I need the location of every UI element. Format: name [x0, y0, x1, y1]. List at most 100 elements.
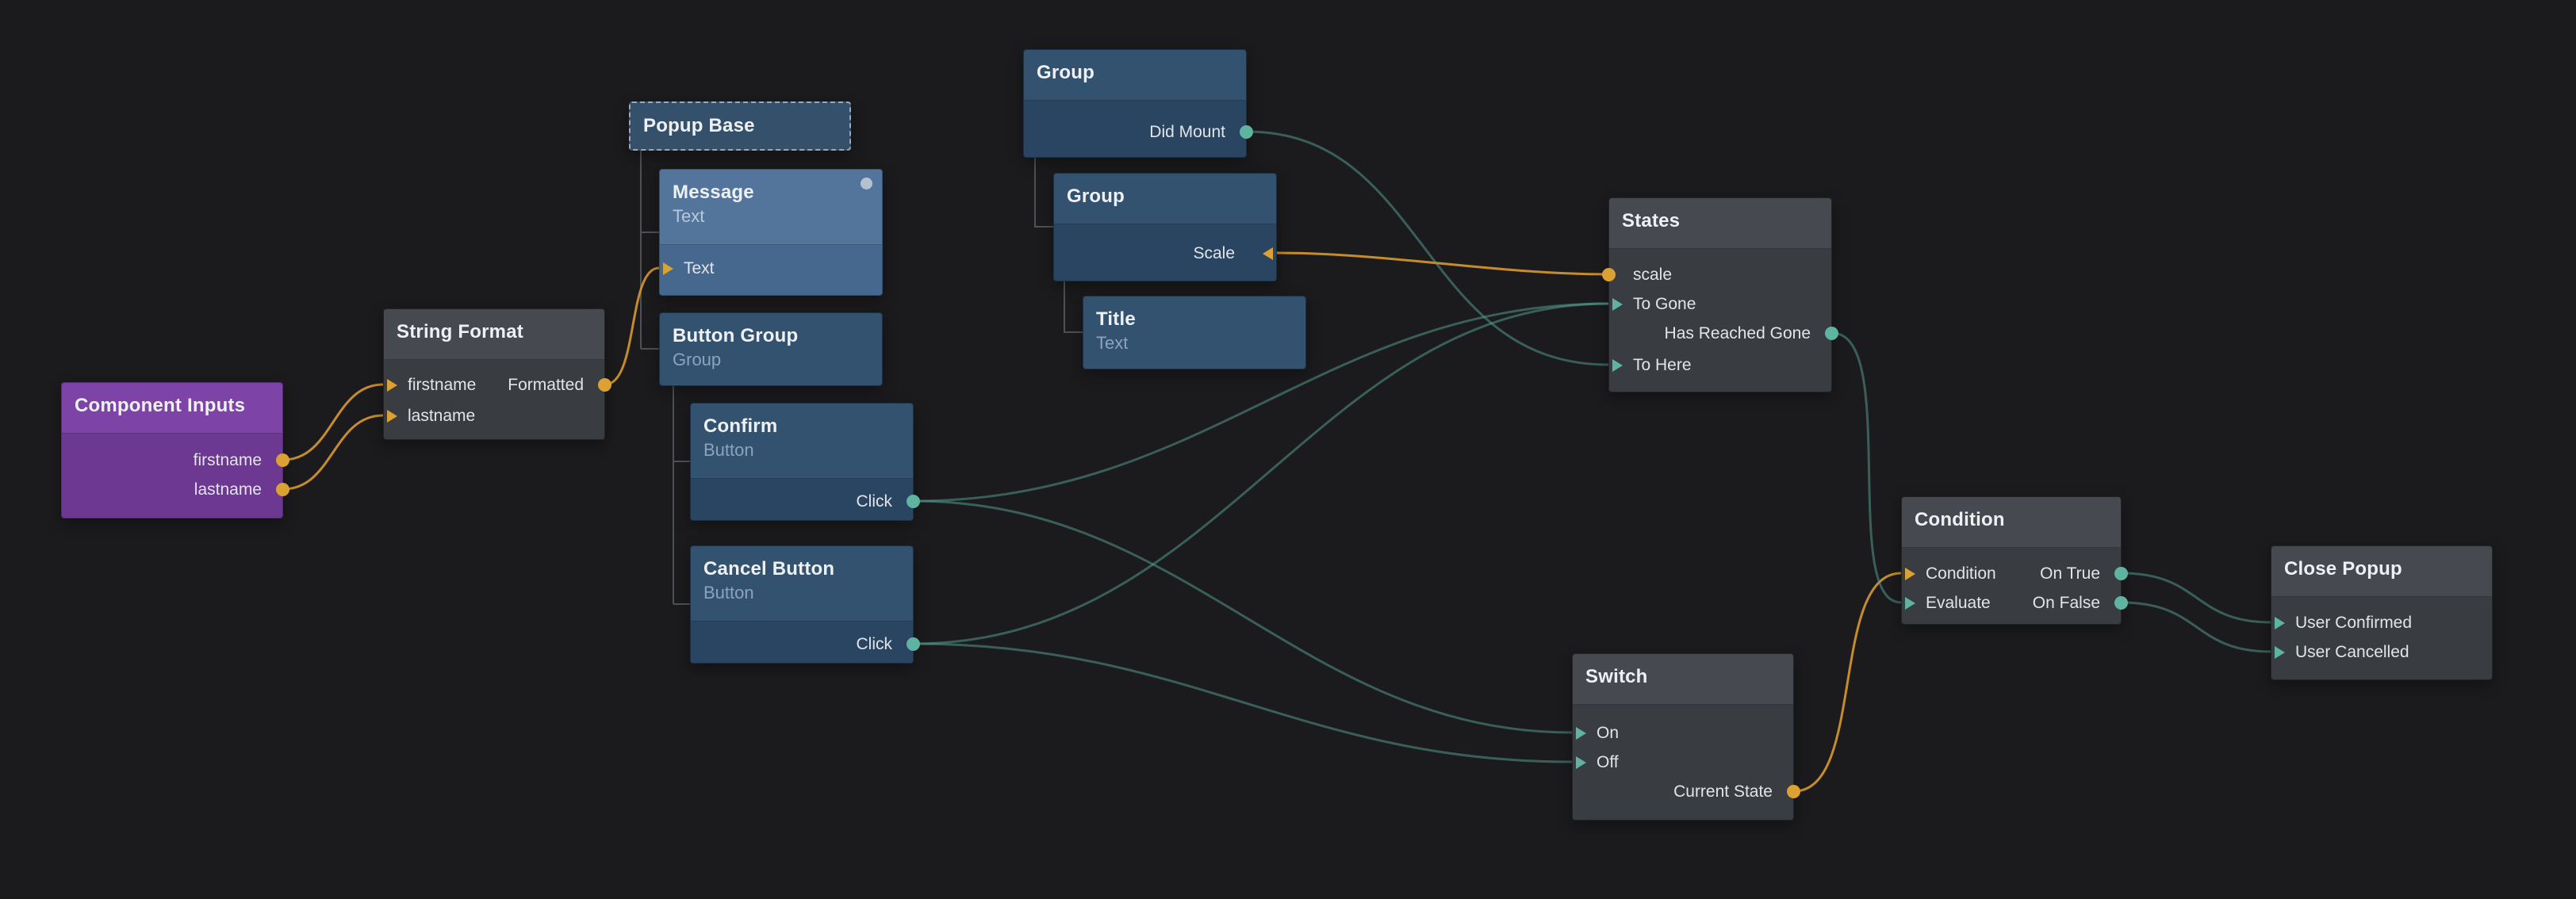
- output-dot-icon[interactable]: [1787, 785, 1800, 798]
- node-condition[interactable]: Condition Condition Evaluate On True On …: [1901, 496, 2128, 625]
- input-arrow-icon: [1576, 727, 1586, 740]
- port-scale-output[interactable]: scale: [1602, 261, 1831, 289]
- node-title: Switch: [1585, 666, 1648, 687]
- node-header: Switch: [1573, 654, 1793, 705]
- node-title: Cancel Button: [703, 558, 835, 580]
- node-header: Confirm Button: [691, 404, 913, 479]
- port-user-confirmed-input[interactable]: User Confirmed: [2271, 609, 2492, 637]
- input-arrow-icon: [387, 410, 397, 423]
- edge-did-mount-to-states-to-here[interactable]: [1246, 130, 1609, 366]
- node-title: Confirm: [703, 415, 778, 437]
- node-cancel-button[interactable]: Cancel Button Button Click: [690, 545, 920, 664]
- node-button-group[interactable]: Button Group Group: [659, 312, 883, 386]
- node-states[interactable]: States scale To Gone Has Reached Gone To…: [1602, 197, 1838, 392]
- node-string-format[interactable]: String Format firstname lastname Formatt…: [383, 308, 611, 440]
- edge-firstname-to-string-format[interactable]: [282, 383, 384, 461]
- output-dot-icon[interactable]: [907, 637, 920, 651]
- tree-line-group-outer-child: [1034, 158, 1053, 228]
- port-on-false-output[interactable]: On False: [1902, 589, 2128, 618]
- output-dot-icon[interactable]: [1602, 268, 1616, 281]
- tree-line-popup-base-children: [640, 151, 659, 350]
- edge-confirm-click-to-switch-on[interactable]: [913, 499, 1573, 734]
- edge-on-true-to-user-confirmed[interactable]: [2121, 572, 2271, 624]
- node-component-inputs[interactable]: Component Inputs firstname lastname: [61, 382, 289, 518]
- node-title: Group: [1067, 186, 1125, 207]
- output-dot-icon[interactable]: [2114, 567, 2128, 580]
- port-to-here-input[interactable]: To Here: [1609, 351, 1831, 380]
- input-arrow-icon: [1263, 247, 1273, 260]
- port-scale-input[interactable]: Scale: [1054, 239, 1276, 268]
- node-message[interactable]: Message Text Text: [659, 169, 883, 296]
- node-header: Button Group Group: [660, 313, 882, 385]
- port-lastname-output[interactable]: lastname: [62, 476, 289, 504]
- port-formatted-output[interactable]: Formatted: [384, 371, 611, 400]
- input-arrow-icon: [1612, 298, 1623, 311]
- input-arrow-icon: [1905, 568, 1915, 580]
- output-dot-icon[interactable]: [598, 378, 611, 392]
- node-title: String Format: [397, 321, 523, 342]
- edge-on-false-to-user-cancelled[interactable]: [2121, 601, 2271, 653]
- input-arrow-icon: [1612, 359, 1623, 372]
- edge-current-state-to-condition[interactable]: [1793, 572, 1902, 793]
- port-user-cancelled-input[interactable]: User Cancelled: [2271, 638, 2492, 667]
- edge-states-scale-to-group-scale[interactable]: [1276, 251, 1609, 276]
- port-on-true-output[interactable]: On True: [1902, 560, 2128, 588]
- output-dot-icon[interactable]: [276, 453, 289, 467]
- node-group-outer[interactable]: Group Did Mount: [1023, 49, 1253, 158]
- port-to-gone-input[interactable]: To Gone: [1609, 290, 1831, 319]
- port-off-input[interactable]: Off: [1573, 748, 1793, 777]
- node-group-inner[interactable]: Group Scale: [1053, 173, 1277, 281]
- input-arrow-icon: [1576, 756, 1586, 769]
- edge-formatted-to-message-text[interactable]: [604, 266, 660, 386]
- node-title: States: [1622, 210, 1681, 231]
- node-switch[interactable]: Switch On Off Current State: [1572, 653, 1800, 821]
- node-popup-base[interactable]: Popup Base: [629, 101, 851, 151]
- output-dot-icon[interactable]: [1825, 327, 1838, 340]
- node-header: States: [1609, 198, 1831, 249]
- node-title-text[interactable]: Title Text: [1083, 296, 1306, 369]
- edge-has-reached-gone-to-evaluate[interactable]: [1831, 331, 1902, 604]
- node-header: String Format: [384, 309, 604, 360]
- output-dot-icon[interactable]: [276, 483, 289, 496]
- port-condition-input[interactable]: Condition: [1902, 560, 2121, 588]
- node-header: Component Inputs: [62, 383, 282, 434]
- port-click-output[interactable]: Click: [691, 630, 920, 659]
- port-firstname-output[interactable]: firstname: [62, 446, 289, 475]
- node-subtitle: Button: [703, 440, 754, 460]
- port-click-output[interactable]: Click: [691, 488, 920, 516]
- port-has-reached-gone-output[interactable]: Has Reached Gone: [1609, 319, 1838, 348]
- output-dot-icon[interactable]: [907, 495, 920, 508]
- output-dot-icon[interactable]: [2114, 596, 2128, 610]
- input-arrow-icon: [663, 262, 673, 275]
- node-title: Button Group: [673, 325, 799, 346]
- port-text-input[interactable]: Text: [660, 254, 882, 283]
- node-subtitle: Text: [673, 206, 705, 226]
- port-evaluate-input[interactable]: Evaluate: [1902, 589, 2121, 618]
- input-arrow-icon: [2275, 646, 2285, 659]
- node-header: Close Popup: [2271, 546, 2492, 597]
- port-firstname-input[interactable]: firstname: [384, 371, 604, 400]
- port-current-state-output[interactable]: Current State: [1573, 778, 1800, 806]
- node-title: Close Popup: [2284, 558, 2402, 580]
- node-header: Group: [1054, 174, 1276, 224]
- node-header: Group: [1024, 50, 1246, 101]
- node-confirm[interactable]: Confirm Button Click: [690, 403, 920, 521]
- edge-cancel-click-to-states-to-gone[interactable]: [913, 302, 1609, 645]
- port-did-mount-output[interactable]: Did Mount: [1024, 118, 1253, 147]
- node-title: Title: [1096, 308, 1136, 330]
- edge-cancel-click-to-switch-off[interactable]: [913, 642, 1573, 763]
- node-header: Cancel Button Button: [691, 546, 913, 622]
- node-close-popup[interactable]: Close Popup User Confirmed User Cancelle…: [2271, 545, 2493, 680]
- node-header: Condition: [1902, 497, 2121, 548]
- node-subtitle: Button: [703, 583, 754, 603]
- node-title: Message: [673, 182, 754, 203]
- node-title: Popup Base: [643, 115, 755, 136]
- port-on-input[interactable]: On: [1573, 719, 1793, 748]
- edge-lastname-to-string-format[interactable]: [282, 414, 384, 491]
- edge-confirm-click-to-states-to-gone[interactable]: [913, 302, 1609, 503]
- output-dot-icon[interactable]: [1240, 125, 1253, 139]
- port-lastname-input[interactable]: lastname: [384, 402, 604, 430]
- tree-line-button-group-children: [673, 386, 690, 605]
